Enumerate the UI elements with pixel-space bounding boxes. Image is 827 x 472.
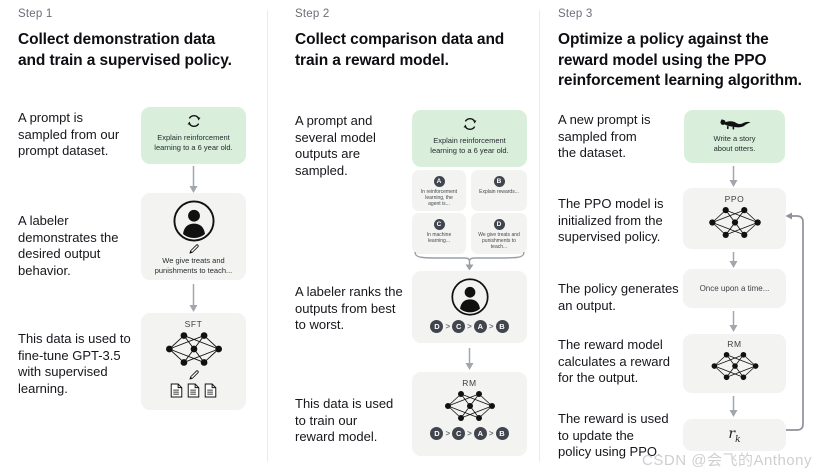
rank-badge: A bbox=[473, 427, 487, 440]
step1-label: Step 1 bbox=[18, 8, 53, 20]
document-icon bbox=[187, 383, 200, 398]
reward-symbol: rk bbox=[728, 425, 741, 445]
step3-caption-prompt: A new prompt is sampled from the dataset… bbox=[558, 112, 651, 160]
down-arrow-icon bbox=[189, 166, 198, 193]
step1-caption-finetune: This data is used to fine-tune GPT-3.5 w… bbox=[18, 331, 131, 396]
step1-caption-prompt: A prompt is sampled from our prompt data… bbox=[18, 110, 120, 158]
down-arrow-icon bbox=[729, 166, 738, 187]
column-divider bbox=[267, 10, 268, 462]
step1-prompt-text: Explain reinforcement learning to a 6 ye… bbox=[154, 133, 233, 152]
down-arrow-icon bbox=[465, 348, 474, 370]
ranking-row: D > C > A > B bbox=[412, 320, 527, 333]
step3-headline: Optimize a policy against the reward mod… bbox=[558, 31, 802, 89]
step3-caption-ppo: The PPO model is initialized from the su… bbox=[558, 196, 664, 244]
refresh-icon bbox=[412, 116, 527, 132]
down-arrow-icon bbox=[729, 311, 738, 332]
step3-caption-output: The policy generates an output. bbox=[558, 281, 679, 313]
step3-prompt-text: Write a story about otters. bbox=[713, 134, 756, 153]
rank-badge: B bbox=[495, 320, 509, 333]
letter-badge: D bbox=[493, 219, 505, 230]
step2-headline: Collect comparison data and train a rewa… bbox=[295, 31, 505, 69]
step3-caption-reward: The reward model calculates a reward for… bbox=[558, 337, 670, 385]
step3-output-card: Once upon a time... bbox=[683, 269, 786, 308]
gt-separator: > bbox=[467, 429, 472, 438]
rank-badge: B bbox=[495, 427, 509, 440]
step3-label: Step 3 bbox=[558, 8, 593, 20]
letter-badge: B bbox=[493, 176, 505, 187]
step2-rm-card: RM D > C > A > B bbox=[412, 372, 527, 456]
step2-prompt-card: Explain reinforcement learning to a 6 ye… bbox=[412, 110, 527, 167]
step1-sft-card: SFT bbox=[141, 313, 246, 410]
step3-ppo-card: PPO bbox=[683, 188, 786, 249]
step2-label: Step 2 bbox=[295, 8, 330, 20]
rank-badge: D bbox=[430, 427, 444, 440]
rm-label: RM bbox=[727, 339, 742, 349]
pencil-icon bbox=[141, 243, 246, 255]
network-icon bbox=[683, 206, 786, 239]
step1-headline: Collect demonstration data and train a s… bbox=[18, 31, 232, 69]
step3-output-text: Once upon a time... bbox=[699, 284, 770, 293]
output-card-d: D We give treats and punishments to teac… bbox=[471, 213, 527, 254]
merge-arrow-icon bbox=[412, 251, 527, 271]
rm-label: RM bbox=[462, 378, 477, 388]
output-card-c: C In machine learning... bbox=[412, 213, 466, 254]
step3-reward-card: rk bbox=[683, 419, 786, 451]
sft-label: SFT bbox=[184, 319, 203, 329]
document-icon bbox=[204, 383, 217, 398]
ppo-label: PPO bbox=[724, 194, 745, 204]
output-b-text: Explain rewards... bbox=[479, 189, 519, 195]
down-arrow-icon bbox=[189, 284, 198, 312]
letter-badge: C bbox=[433, 219, 445, 230]
rank-badge: D bbox=[430, 320, 444, 333]
step1-prompt-card: Explain reinforcement learning to a 6 ye… bbox=[141, 107, 246, 164]
documents-row bbox=[141, 383, 246, 398]
step1-caption-labeler: A labeler demonstrates the desired outpu… bbox=[18, 213, 119, 278]
output-d-text: We give treats and punishments to teach.… bbox=[478, 232, 520, 251]
person-icon bbox=[412, 278, 527, 316]
network-icon bbox=[412, 390, 527, 422]
person-icon bbox=[141, 200, 246, 242]
rank-badge: C bbox=[452, 427, 466, 440]
step2-ranking-card: D > C > A > B bbox=[412, 271, 527, 343]
output-card-b: B Explain rewards... bbox=[471, 170, 527, 211]
gt-separator: > bbox=[488, 322, 494, 331]
gt-separator: > bbox=[488, 429, 494, 438]
step3-prompt-card: Write a story about otters. bbox=[684, 110, 785, 163]
network-icon bbox=[683, 351, 786, 381]
step1-labeler-text: We give treats and punishments to teach.… bbox=[154, 256, 233, 275]
step3-rm-card: RM bbox=[683, 334, 786, 393]
watermark: CSDN @会飞的Anthony bbox=[642, 452, 812, 469]
ranking-row: D > C > A > B bbox=[412, 427, 527, 440]
step2-caption-rank: A labeler ranks the outputs from best to… bbox=[295, 284, 403, 332]
output-a-text: In reinforcement learning, the agent is.… bbox=[420, 189, 458, 208]
output-card-a: A In reinforcement learning, the agent i… bbox=[412, 170, 466, 211]
down-arrow-icon bbox=[729, 396, 738, 417]
rank-badge: A bbox=[473, 320, 487, 333]
column-divider bbox=[539, 10, 540, 462]
step2-caption-train: This data is used to train our reward mo… bbox=[295, 396, 394, 444]
gt-separator: > bbox=[445, 429, 451, 438]
rank-badge: C bbox=[452, 320, 466, 333]
loop-arrow-icon bbox=[783, 210, 813, 438]
letter-badge: A bbox=[433, 176, 445, 187]
step2-prompt-text: Explain reinforcement learning to a 6 ye… bbox=[430, 136, 509, 155]
down-arrow-icon bbox=[729, 252, 738, 268]
step2-caption-prompt: A prompt and several model outputs are s… bbox=[295, 113, 376, 178]
step3-caption-update: The reward is used to update the policy … bbox=[558, 411, 669, 459]
step1-labeler-card: We give treats and punishments to teach.… bbox=[141, 193, 246, 280]
otter-icon bbox=[684, 117, 785, 130]
document-icon bbox=[170, 383, 183, 398]
gt-separator: > bbox=[445, 322, 451, 331]
gt-separator: > bbox=[467, 322, 472, 331]
network-icon bbox=[141, 331, 246, 367]
pencil-icon bbox=[141, 369, 246, 381]
output-c-text: In machine learning... bbox=[426, 232, 452, 245]
refresh-icon bbox=[141, 113, 246, 129]
